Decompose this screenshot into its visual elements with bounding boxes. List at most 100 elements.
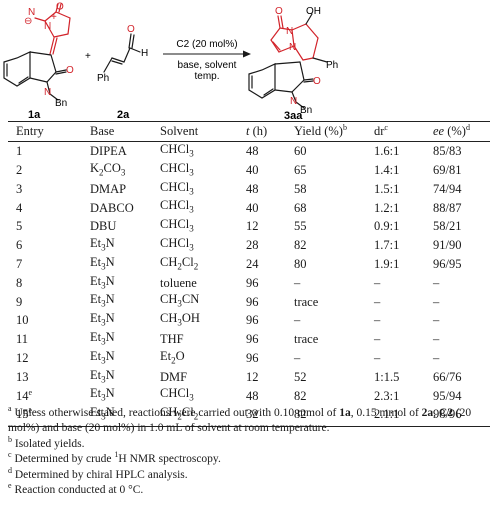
cell-yield: 65: [294, 163, 307, 178]
cell-ee: 74/94: [433, 181, 462, 196]
cell-yield: 82: [294, 238, 307, 253]
cell-dr: 2.1:1: [374, 405, 433, 427]
cell-base: Et3N: [90, 367, 115, 385]
ph-group-3aa: Ph: [326, 60, 338, 71]
cell-solvent: CHCl3: [160, 142, 194, 159]
cell-base: Et3N: [90, 405, 160, 427]
header-time: t (h): [246, 121, 294, 142]
cell-time: 40: [246, 163, 259, 178]
cell-entry: 4: [16, 200, 23, 215]
cell-entry: 12: [16, 351, 29, 366]
cell-entry: 10: [16, 313, 29, 328]
cell-time: 12: [246, 369, 259, 384]
header-base: Base: [90, 121, 160, 142]
cell-base: DBU: [90, 219, 117, 234]
cell-ee: –: [433, 351, 440, 366]
cell-solvent: CHCl3: [160, 235, 194, 253]
footnotes: a Unless otherwise stated, reactions wer…: [8, 405, 490, 498]
conditions-line-1: base, solvent: [178, 60, 237, 71]
cell-time: 24: [246, 257, 259, 272]
cation-n-1a: N: [44, 21, 51, 32]
oxindole-n-3aa: N: [290, 96, 297, 107]
cell-solvent: toluene: [160, 275, 197, 290]
product-3aa-label: 3aa: [284, 110, 303, 122]
cell-dr: 1.2:1: [374, 200, 400, 215]
cell-time: 96: [246, 351, 259, 366]
cell-ee: 95/94: [433, 388, 462, 403]
cell-time: 32: [246, 405, 294, 427]
cell-entry: 8: [16, 275, 23, 290]
bn-group-3aa: Bn: [300, 105, 312, 116]
cell-base: Et3N: [90, 386, 115, 403]
cell-yield: trace: [294, 294, 319, 309]
cell-base: Et3N: [90, 311, 115, 328]
cell-ee: –: [433, 332, 440, 347]
cell-time: 48: [246, 144, 259, 159]
cell-yield: 68: [294, 200, 307, 215]
footnote-e: e Reaction conducted at 0 °C.: [8, 481, 144, 497]
cell-ee: 66/76: [433, 369, 462, 384]
cell-dr: –: [374, 351, 381, 366]
cell-time: 12: [246, 219, 259, 234]
cell-yield: –: [294, 313, 301, 328]
reaction-arrow: [163, 50, 251, 58]
cell-solvent: THF: [160, 332, 184, 347]
cell-base: Et3N: [90, 348, 115, 366]
catalyst-label: C2 (20 mol%): [176, 39, 237, 50]
cell-time: 96: [246, 332, 259, 347]
cell-ee: 98/96: [433, 405, 490, 427]
cell-solvent: Et2O: [160, 348, 185, 366]
reaction-scheme: O N ⊖ N + O N Bn 1a + O H Ph 2a C2 (20 m…: [3, 1, 338, 122]
cell-dr: –: [374, 313, 381, 328]
carbonyl-o-1a: O: [56, 1, 64, 12]
cell-base: Et3N: [90, 254, 115, 272]
cell-time: 48: [246, 388, 259, 403]
cell-solvent: CH2Cl2: [160, 254, 199, 272]
cell-entry: 7: [16, 257, 23, 272]
cell-solvent: CHCl3: [160, 217, 194, 234]
oxindole-o-1a: O: [66, 65, 74, 76]
cell-base: Et3N: [90, 329, 115, 347]
cell-entry: 6: [16, 238, 23, 253]
cell-base: DIPEA: [90, 144, 127, 159]
cell-yield: –: [294, 351, 301, 366]
optimization-table: Entry Base Solvent t (h) Yield (%)b drc …: [8, 121, 490, 427]
cell-ee: 85/83: [433, 144, 462, 159]
cell-solvent: CHCl3: [160, 198, 194, 215]
footnote-b: b Isolated yields.: [8, 434, 85, 450]
cell-base: Et3N: [90, 292, 115, 309]
header-entry: Entry: [8, 121, 90, 142]
cell-dr: 1.5:1: [374, 181, 400, 196]
cell-solvent: CHCl3: [160, 386, 194, 403]
cell-entry: 13: [16, 369, 29, 384]
reactant-2a-label: 2a: [117, 109, 130, 121]
cell-dr: 1.7:1: [374, 238, 400, 253]
pyrazolone-o-3aa: O: [275, 6, 283, 17]
cell-solvent: CH3CN: [160, 292, 200, 309]
hydroxyl-group: OH: [306, 6, 321, 17]
cell-yield: –: [294, 275, 301, 290]
cell-time: 28: [246, 238, 259, 253]
cell-ee: 69/81: [433, 163, 462, 178]
cell-base: K2CO3: [90, 160, 126, 178]
cell-yield: 52: [294, 369, 307, 384]
cell-solvent: CHCl3: [160, 179, 194, 197]
cell-yield: 82: [294, 405, 374, 427]
cell-ee: –: [433, 275, 440, 290]
cell-entry: 9: [16, 294, 23, 309]
ring-n-1-3aa: N: [286, 26, 293, 37]
cell-yield: 60: [294, 144, 307, 159]
reactant-1a-structure: [3, 3, 71, 101]
cell-dr: –: [374, 332, 381, 347]
cell-time: 96: [246, 313, 259, 328]
cell-dr: 2.3:1: [374, 388, 400, 403]
cell-yield: 80: [294, 257, 307, 272]
